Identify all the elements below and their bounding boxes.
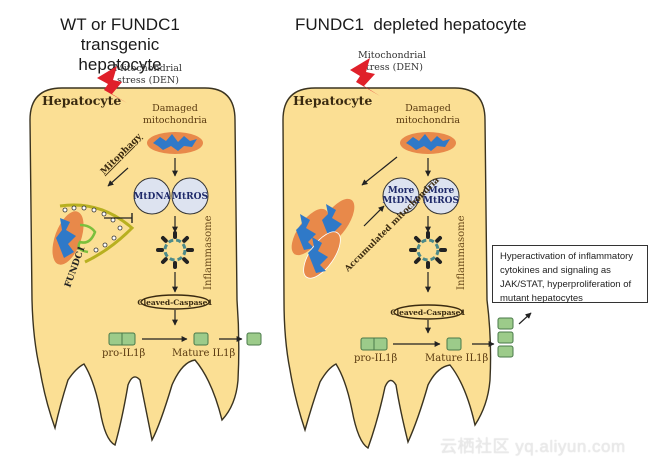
outcome-box: Hyperactivation of inflammatory cytokine…: [492, 245, 648, 304]
autophagosome-membrane-icon: [59, 203, 135, 264]
pro-il1b-label-left: pro-IL1β: [102, 348, 146, 359]
more-mtros-circle: [422, 177, 460, 215]
mature-il1b-block: [446, 337, 462, 351]
mitochondrion-icon: [52, 211, 84, 265]
cell-label-right: Hepatocyte: [293, 93, 373, 108]
more-mtros-label-line1: More: [428, 186, 455, 196]
mtdna-label: MtDNA: [133, 192, 171, 202]
mtros-circle: [171, 177, 209, 215]
mtdna-circle: [133, 177, 171, 215]
inflammasome-label: Inflammasome: [203, 215, 214, 290]
panel-right-title: FUNDC1 depleted hepatocyte: [295, 15, 535, 35]
mitochondrion-icon: [147, 132, 203, 154]
watermark: 云栖社区 yq.aliyun.com: [440, 437, 626, 456]
damaged-label-line2: mitochondria: [395, 115, 461, 126]
damaged-mitochondria-label-left: Damaged mitochondria: [135, 103, 215, 127]
cleaved-caspase1-oval: [140, 294, 210, 310]
secreted-il1b-block: [246, 332, 262, 346]
inflammasome-ring-icon: [156, 231, 194, 269]
secreted-il1b-block: [497, 331, 514, 344]
stress-label-line1: Mitochondrial: [114, 63, 182, 74]
damaged-mitochondria-label-right: Damaged mitochondria: [388, 103, 468, 127]
stress-label-line2: stress (DEN): [361, 62, 423, 73]
mature-il1b-block: [193, 332, 209, 346]
panel-right-title-line1: FUNDC1 depleted hepatocyte: [295, 15, 527, 34]
panel-right-stress-label: Mitochondrial stress (DEN): [352, 50, 432, 74]
more-mtdna-label-line2: MtDNA: [382, 196, 420, 206]
cleaved-caspase1-oval: [393, 304, 463, 320]
mitochondrion-icon: [400, 132, 456, 154]
mature-il1b-label-right: Mature IL1β: [425, 353, 489, 364]
mtros-label: MtROS: [172, 192, 208, 202]
inflammasome-ring-icon: [409, 231, 447, 269]
damaged-label-line2: mitochondria: [142, 115, 208, 126]
inflammasome-label: Inflammasome: [456, 215, 467, 290]
damaged-label-line1: Damaged: [405, 103, 451, 114]
stress-label-line2: stress (DEN): [117, 75, 179, 86]
accumulated-mitochondria-icon: [291, 198, 355, 279]
secreted-il1b-block: [497, 345, 514, 358]
cleaved-caspase1-label: Cleaved-Caspase1: [137, 298, 212, 307]
panel-left-title-line2: hepatocyte: [78, 55, 162, 74]
more-mtros-label-line2: MtROS: [423, 196, 459, 206]
lightning-bolt-icon: [97, 66, 127, 103]
pro-il1b-label-right: pro-IL1β: [354, 353, 398, 364]
mature-il1b-label-left: Mature IL1β: [172, 348, 236, 359]
lightning-bolt-icon: [350, 58, 380, 96]
panel-left-stress-label: Mitochondrial stress (DEN): [108, 63, 188, 87]
secreted-il1b-block: [497, 317, 514, 330]
more-mtdna-circle: [382, 177, 420, 215]
cleaved-caspase1-label: Cleaved-Caspase1: [390, 308, 465, 317]
stress-label-line1: Mitochondrial: [358, 50, 426, 61]
more-mtdna-label-line1: More: [388, 186, 415, 196]
fundc1-protein: [77, 223, 97, 254]
damaged-label-line1: Damaged: [152, 103, 198, 114]
cell-label-left: Hepatocyte: [42, 93, 122, 108]
panel-left-title-line1: WT or FUNDC1 transgenic: [60, 15, 180, 54]
panel-left-title: WT or FUNDC1 transgenic hepatocyte: [20, 15, 220, 75]
